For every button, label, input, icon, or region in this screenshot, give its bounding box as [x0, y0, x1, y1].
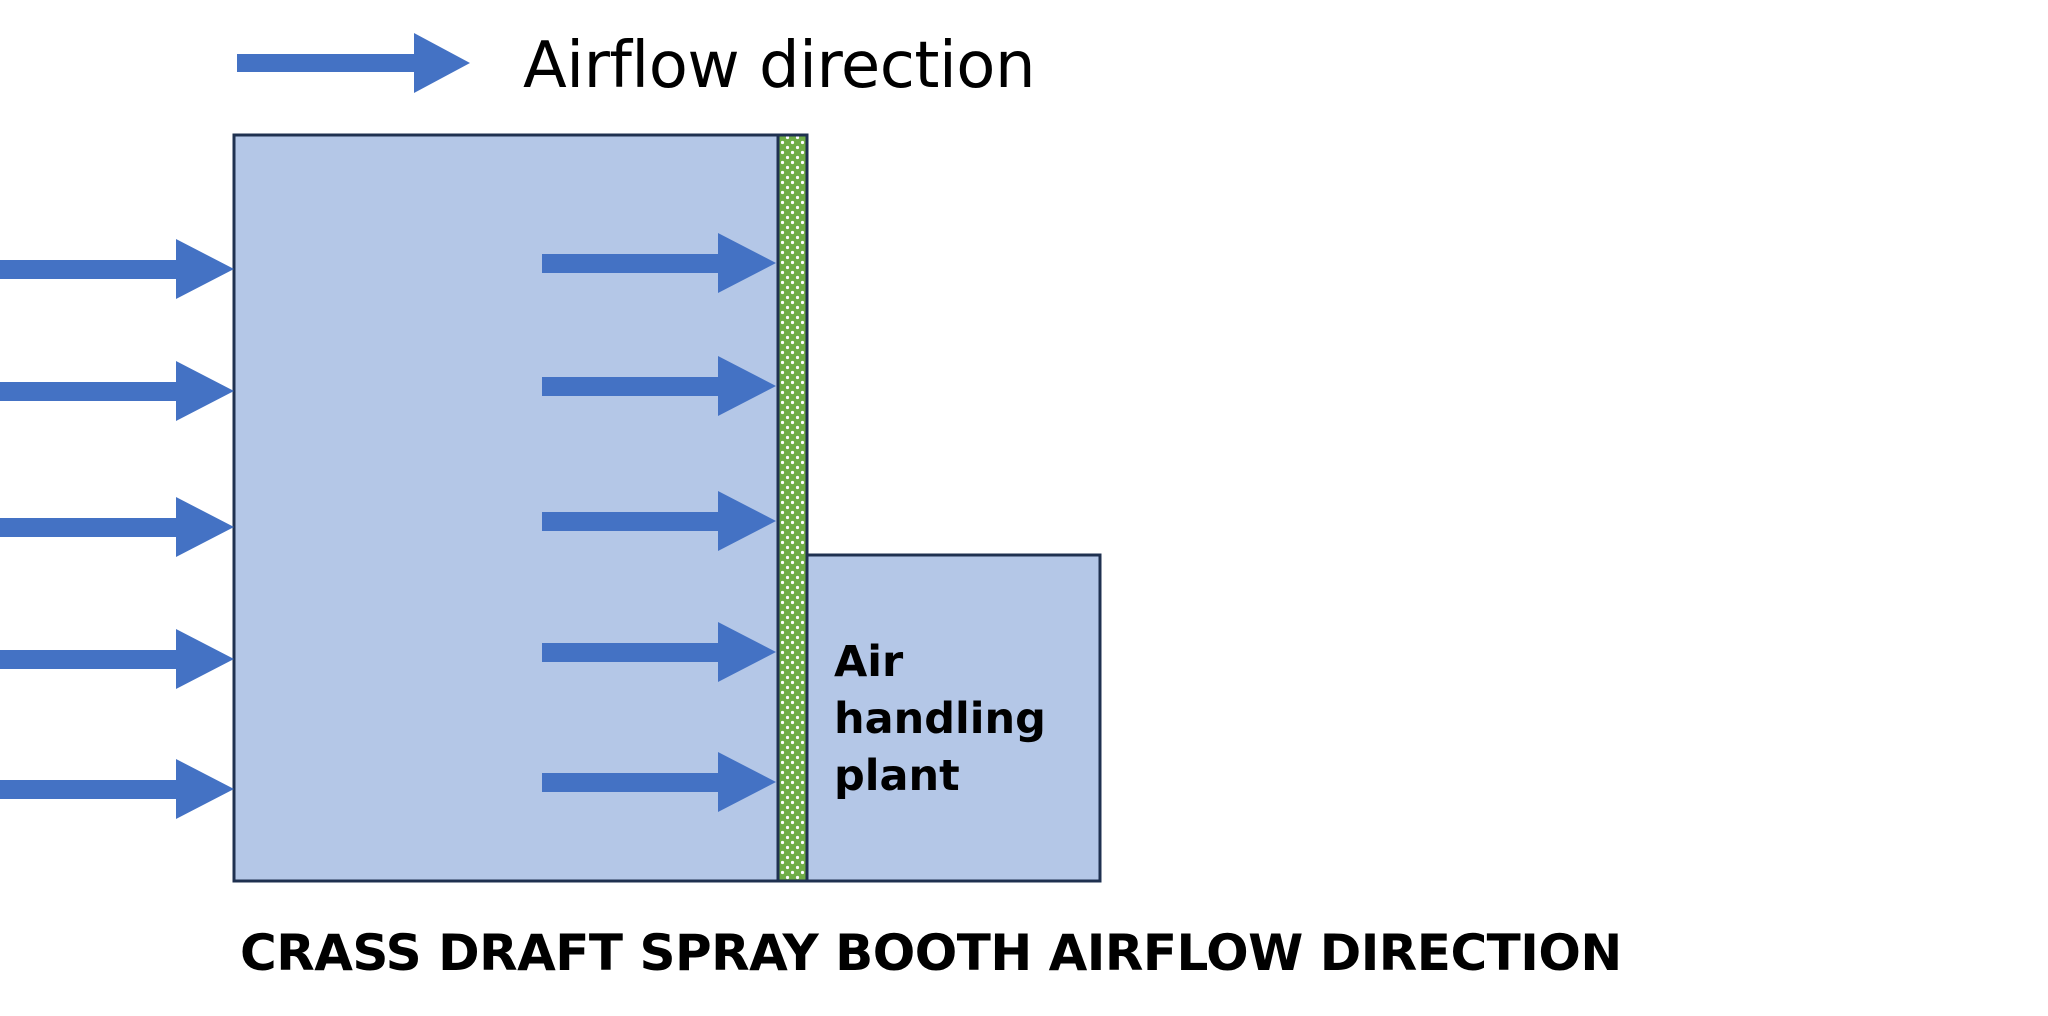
internal-arrow-icon	[542, 622, 776, 682]
spray-booth	[232, 133, 780, 883]
intake-arrow-icon	[0, 759, 234, 819]
internal-arrow-icon	[542, 491, 776, 551]
internal-arrow-icon	[542, 356, 776, 416]
legend-arrow-icon	[237, 33, 470, 93]
intake-arrow-icon	[0, 629, 234, 689]
internal-arrow-icon	[542, 752, 776, 812]
diagram-title: CRASS DRAFT SPRAY BOOTH AIRFLOW DIRECTIO…	[240, 924, 1622, 982]
plant-label-line: Air	[834, 637, 904, 687]
filter-strip	[776, 133, 809, 883]
air-handling-plant	[805, 553, 1102, 883]
intake-arrow-icon	[0, 497, 234, 557]
legend-label: Airflow direction	[523, 29, 1036, 103]
internal-arrow-icon	[542, 233, 776, 293]
intake-arrow-icon	[0, 361, 234, 421]
plant-label-line: plant	[834, 751, 960, 801]
plant-label: Air handling plant	[834, 634, 1094, 805]
intake-arrow-icon	[0, 239, 234, 299]
plant-label-line: handling	[834, 694, 1046, 744]
